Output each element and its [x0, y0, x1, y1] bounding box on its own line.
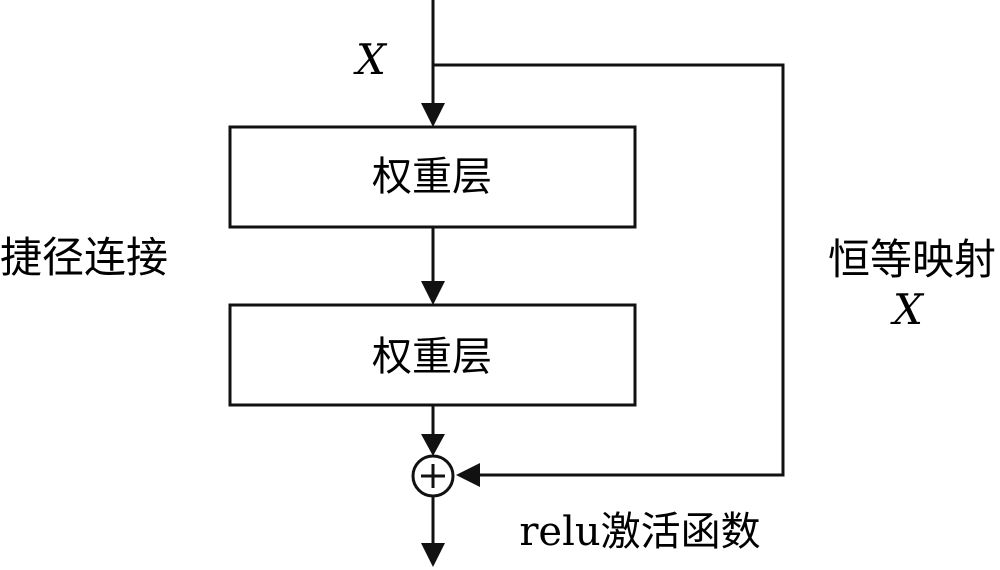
identity-shortcut-line [433, 63, 785, 477]
adder-node [411, 454, 455, 498]
identity-mapping-label: 恒等映射 [828, 235, 996, 284]
weight-layer-1-label: 权重层 [372, 154, 492, 200]
to-adder-arrowhead [421, 434, 445, 456]
shortcut-arrowhead [456, 463, 480, 487]
weight-layer-2-label: 权重层 [372, 334, 492, 380]
output-arrowhead [421, 543, 445, 567]
weight-layer-1-box [228, 125, 637, 229]
weight-layer-2-box [228, 303, 637, 407]
input-x-label: X [353, 35, 388, 84]
relu-activation-label: relu激活函数 [519, 509, 760, 555]
layer-connector-arrowhead [421, 281, 445, 305]
shortcut-connection-label: 捷径连接 [0, 233, 168, 282]
input-arrowhead [421, 103, 445, 127]
identity-x-label: X [890, 285, 925, 334]
